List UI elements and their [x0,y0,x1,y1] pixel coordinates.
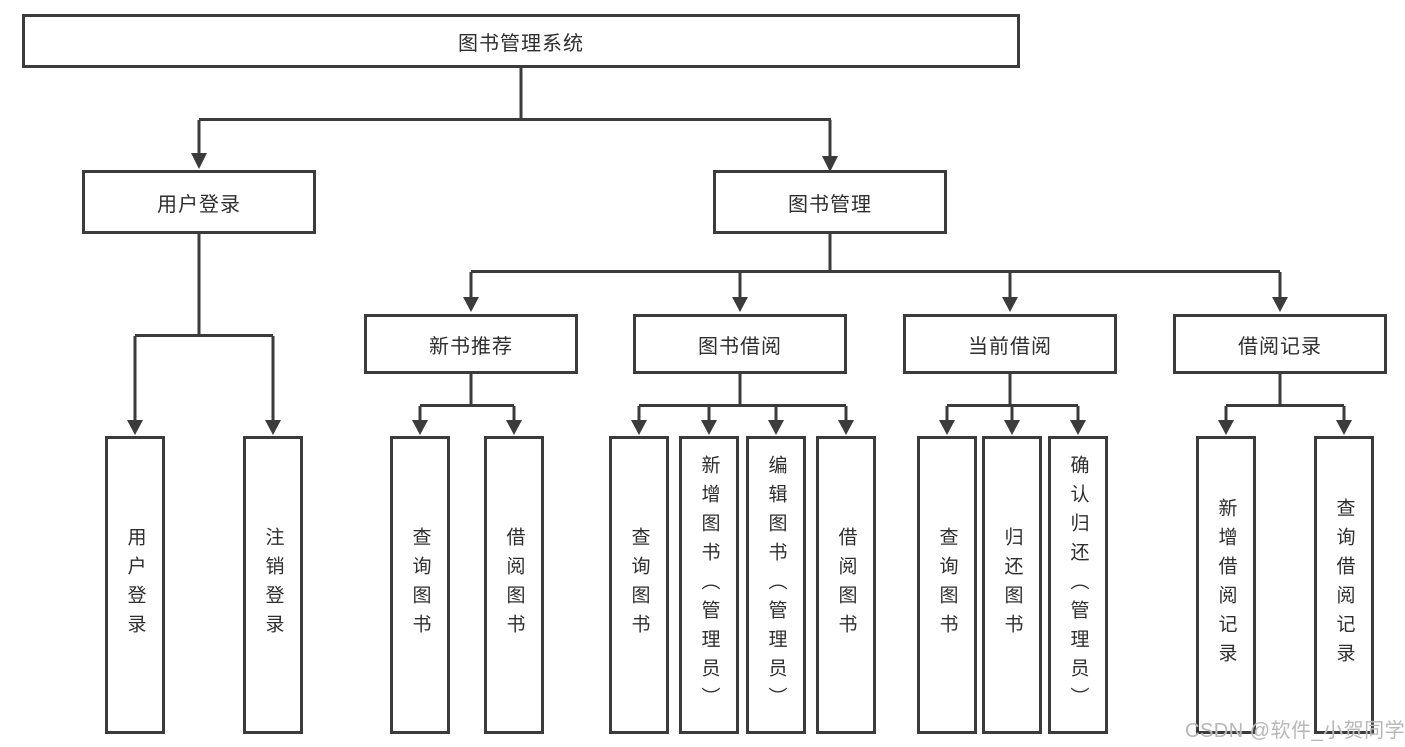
leaf-query-books-current: 查询图书 [917,436,977,734]
node-current-borrow: 当前借阅 [903,314,1117,374]
leaf-query-books-borrow: 查询图书 [609,436,669,734]
node-borrow-records: 借阅记录 [1173,314,1387,374]
node-book-borrow: 图书借阅 [633,314,847,374]
leaf-add-book-admin: 新增图书（管理员） [679,436,739,734]
node-book-management: 图书管理 [713,170,947,234]
leaf-query-borrow-record: 查询借阅记录 [1314,436,1374,734]
node-new-book-recommend: 新书推荐 [364,314,578,374]
arrowhead-icons [127,153,1352,435]
leaf-borrow-books-borrow: 借阅图书 [816,436,876,734]
leaf-user-login: 用户登录 [105,436,165,734]
leaf-query-books-recommend: 查询图书 [390,436,450,734]
leaf-return-books: 归还图书 [982,436,1042,734]
node-root: 图书管理系统 [22,14,1020,68]
leaf-borrow-books-recommend: 借阅图书 [484,436,544,734]
watermark-text: CSDN @软件_小贺同学 [1185,720,1405,742]
leaf-edit-book-admin: 编辑图书（管理员） [746,436,806,734]
leaf-add-borrow-record: 新增借阅记录 [1196,436,1256,734]
node-user-login: 用户登录 [82,170,316,234]
leaf-logout: 注销登录 [243,436,303,734]
leaf-confirm-return-admin: 确认归还（管理员） [1048,436,1108,734]
